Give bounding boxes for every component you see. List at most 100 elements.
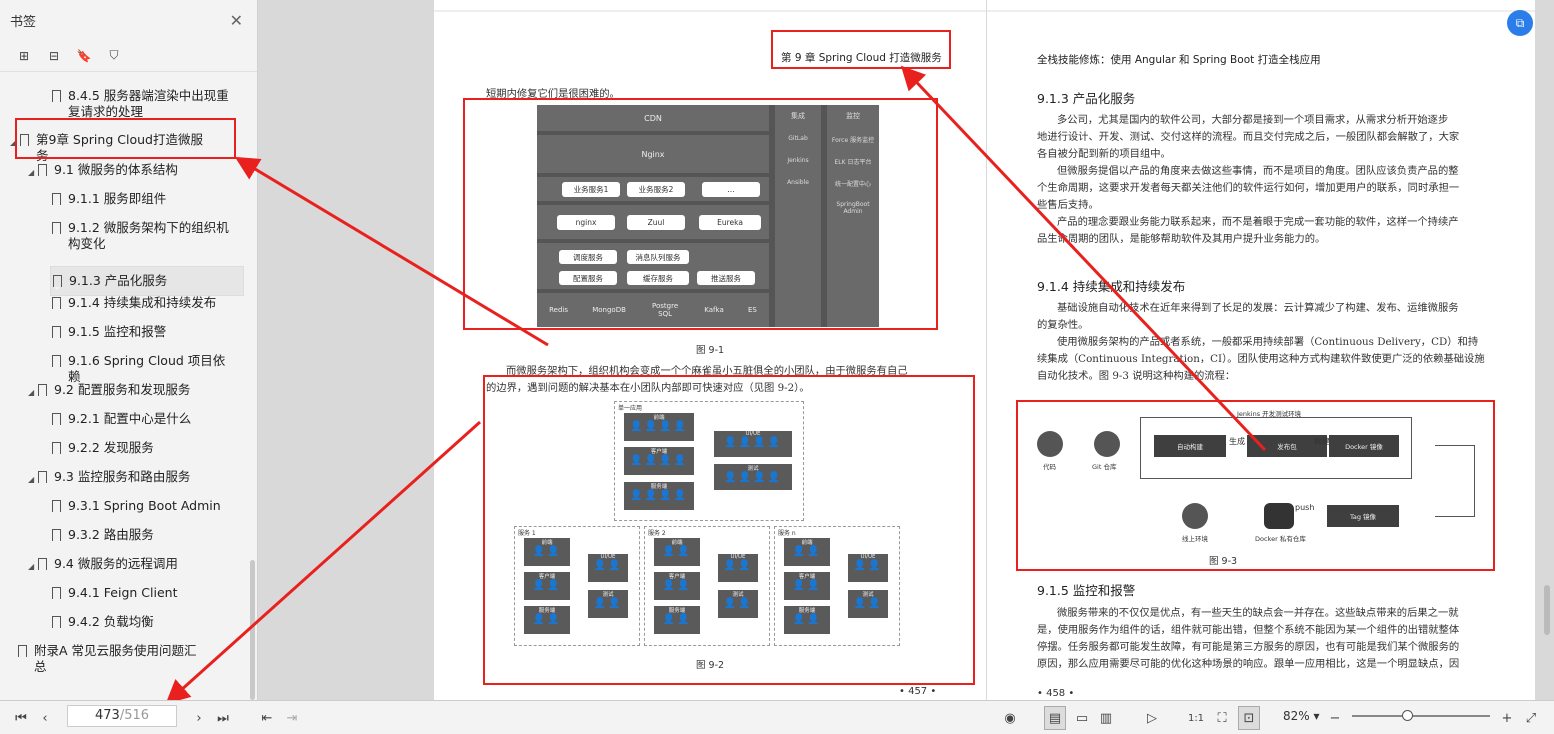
bookmark-item[interactable]: 9.4.1 Feign Client	[0, 585, 248, 602]
line: 续集成（Continuous Integration，CI）。团队使用这种方式构…	[1037, 353, 1485, 365]
viewer-scrollbar[interactable]	[1544, 585, 1550, 635]
code-label: 代码	[1043, 463, 1056, 471]
tool-jenkins: Jenkins	[787, 157, 809, 164]
add-bookmark-icon[interactable]: 🔖	[76, 48, 92, 63]
team-label: UI/UE	[860, 554, 876, 560]
bookmark-item[interactable]: 9.3.1 Spring Boot Admin	[0, 498, 248, 515]
collapse-all-icon[interactable]: ⊟	[48, 48, 60, 63]
bookmark-item[interactable]: 9.2.2 发现服务	[0, 440, 248, 457]
bookmark-label: 9.1.4 持续集成和持续发布	[68, 295, 217, 310]
bookmark-item[interactable]: 9.1.6 Spring Cloud 项目依赖	[0, 353, 248, 385]
bookmark-item[interactable]: 9.1.4 持续集成和持续发布	[0, 295, 248, 312]
page-number-input[interactable]: 473/516	[67, 705, 177, 727]
bookmark-item[interactable]: ◢9.4 微服务的远程调用	[0, 556, 248, 575]
people-icon: 👤👤	[532, 580, 562, 591]
people-icon: 👤👤	[792, 546, 822, 557]
current-page: 473	[94, 708, 120, 723]
people-icon: 👤👤	[662, 614, 692, 625]
people-icon: 👤👤	[792, 580, 822, 591]
line: 产品的理念要跟业务能力联系起来，而不是着眼于完成一套功能的软件，这样一个持续产	[1057, 216, 1459, 228]
people-icon: 👤👤	[532, 614, 562, 625]
team-label: 前端	[801, 540, 813, 546]
page-457: 第 9 章 Spring Cloud 打造微服务 短期内修复它们是很困难的。 C…	[434, 0, 986, 700]
biz-service-1: 业务服务1	[562, 182, 620, 197]
actual-size-icon[interactable]: 1:1	[1187, 712, 1205, 724]
continuous-icon[interactable]: ▭	[1075, 710, 1089, 726]
bookmark-label: 8.4.5 服务器端渲染中出现重复请求的处理	[68, 88, 229, 119]
annotation-box	[463, 98, 938, 330]
tag-image-node: Tag 镜像	[1327, 505, 1399, 527]
fullscreen-icon[interactable]: ⤢	[1525, 710, 1537, 726]
bookmark-item[interactable]: 9.1.5 监控和报警	[0, 324, 248, 341]
monitor-column: 监控 Force 服务监控 ELK 日志平台 统一配置中心 SpringBoot…	[827, 105, 879, 327]
team-box: 服务端👤👤	[654, 606, 700, 634]
last-page-icon[interactable]: ⏭	[217, 710, 229, 726]
first-page-icon[interactable]: ⏮	[15, 710, 27, 726]
eye-protection-icon[interactable]: ◉	[1004, 710, 1016, 726]
bookmark-item[interactable]: 附录A 常见云服务使用问题汇总	[0, 643, 248, 675]
expand-arrow-icon[interactable]: ◢	[28, 562, 35, 571]
team-label: 服务端	[798, 608, 816, 614]
fit-width-icon[interactable]: ⊡	[1238, 706, 1260, 730]
zoom-slider[interactable]	[1352, 710, 1490, 721]
single-page-icon[interactable]: ▤	[1044, 706, 1066, 730]
biz-service-more: ...	[702, 182, 760, 197]
bookmark-item[interactable]: 9.1.2 微服务架构下的组织机构变化	[0, 220, 248, 252]
team-box: UI/UE👤👤	[588, 554, 628, 582]
expand-arrow-icon[interactable]: ◢	[28, 388, 35, 397]
expand-arrow-icon[interactable]: ◢	[28, 168, 35, 177]
close-icon[interactable]: ✕	[229, 10, 243, 30]
expand-arrow-icon[interactable]: ◢	[28, 475, 35, 484]
bookmark-icon	[52, 529, 61, 544]
bookmark-item[interactable]: ◢9.2 配置服务和发现服务	[0, 382, 248, 401]
bookmark-item[interactable]: 9.2.1 配置中心是什么	[0, 411, 248, 428]
people-icon: 👤👤	[853, 598, 883, 609]
line: 基础设施自动化技术在近年来得到了长足的发展：云计算减少了构建、发布、运维微服务	[1057, 302, 1459, 314]
line: 微服务带来的不仅仅是优点，有一些天生的缺点会一并存在。这些缺点带来的后果之一就	[1057, 607, 1459, 619]
bookmark-item[interactable]: 9.1.3 产品化服务	[50, 266, 244, 296]
bookmark-item[interactable]: ◢第9章 Spring Cloud打造微服务	[0, 132, 248, 164]
prev-page-icon[interactable]: ‹	[42, 710, 48, 726]
zoom-in-icon[interactable]: +	[1501, 710, 1513, 726]
bookmark-item[interactable]: 9.4.2 负载均衡	[0, 614, 248, 631]
play-icon[interactable]: ▷	[1147, 710, 1157, 726]
bookmarks-sidebar: 书签 ✕ ⊞ ⊟ 🔖 ⛉ 8.4.5 服务器端渲染中出现重复请求的处理◢第9章 …	[0, 0, 258, 700]
figure-caption: 图 9-2	[696, 660, 725, 671]
team-label: 测试	[732, 592, 744, 598]
team-uiue: UI/UE👤👤👤👤	[714, 431, 792, 457]
bookmark-item[interactable]: ◢9.1 微服务的体系结构	[0, 162, 248, 181]
docker-icon	[1264, 503, 1294, 529]
zoom-out-icon[interactable]: −	[1329, 710, 1341, 726]
page-edge	[987, 10, 1535, 12]
team-box: 客户端👤👤	[784, 572, 830, 600]
tool-ansible: Ansible	[787, 179, 809, 186]
zoom-select[interactable]: 82% ▾	[1283, 709, 1320, 723]
people-icon: 👤👤	[593, 598, 623, 609]
back-icon[interactable]: ⇤	[261, 710, 273, 726]
gw-eureka: Eureka	[699, 215, 761, 230]
sidebar-scrollbar[interactable]	[250, 560, 255, 700]
line: 地进行设计、开发、测试、交付这样的流程。而且交付完成之后，一般团队都会解散了，大…	[1037, 131, 1460, 143]
line: 个生命周期，这要求开发者每天都关注他们的软件运行如何，增加更用户的联系，同时承担…	[1037, 182, 1460, 194]
zoom-slider-knob[interactable]	[1402, 710, 1414, 721]
db-mongodb: MongoDB	[592, 306, 626, 314]
line: 停摆。任务服务都可能发生故障，有可能是第三方服务的原因，也有可能是我们某个微服务…	[1037, 641, 1460, 653]
expand-all-icon[interactable]: ⊞	[18, 48, 30, 63]
bookmark-item[interactable]: 9.1.1 服务即组件	[0, 191, 248, 208]
bookmark-item[interactable]: ◢9.3 监控服务和路由服务	[0, 469, 248, 488]
team-label: 客户端	[650, 449, 668, 455]
forward-icon[interactable]: ⇥	[286, 710, 298, 726]
next-page-icon[interactable]: ›	[196, 710, 202, 726]
zoom-value: 82%	[1283, 709, 1310, 723]
expand-arrow-icon[interactable]: ◢	[10, 138, 17, 147]
bookmark-icon	[38, 471, 47, 486]
fit-page-icon[interactable]: ⛶	[1217, 710, 1227, 726]
bookmark-item[interactable]: 9.3.2 路由服务	[0, 527, 248, 544]
bookmark-item[interactable]: 8.4.5 服务器端渲染中出现重复请求的处理	[0, 88, 248, 120]
team-label: 客户端	[538, 574, 556, 580]
biz-service-2: 业务服务2	[627, 182, 685, 197]
line: 自动化技术。图 9-3 说明这种构建的流程：	[1037, 370, 1236, 382]
two-page-icon[interactable]: ▥	[1099, 710, 1113, 726]
translate-icon[interactable]: ⧉	[1507, 10, 1533, 36]
bookmark-icon[interactable]: ⛉	[109, 48, 119, 62]
